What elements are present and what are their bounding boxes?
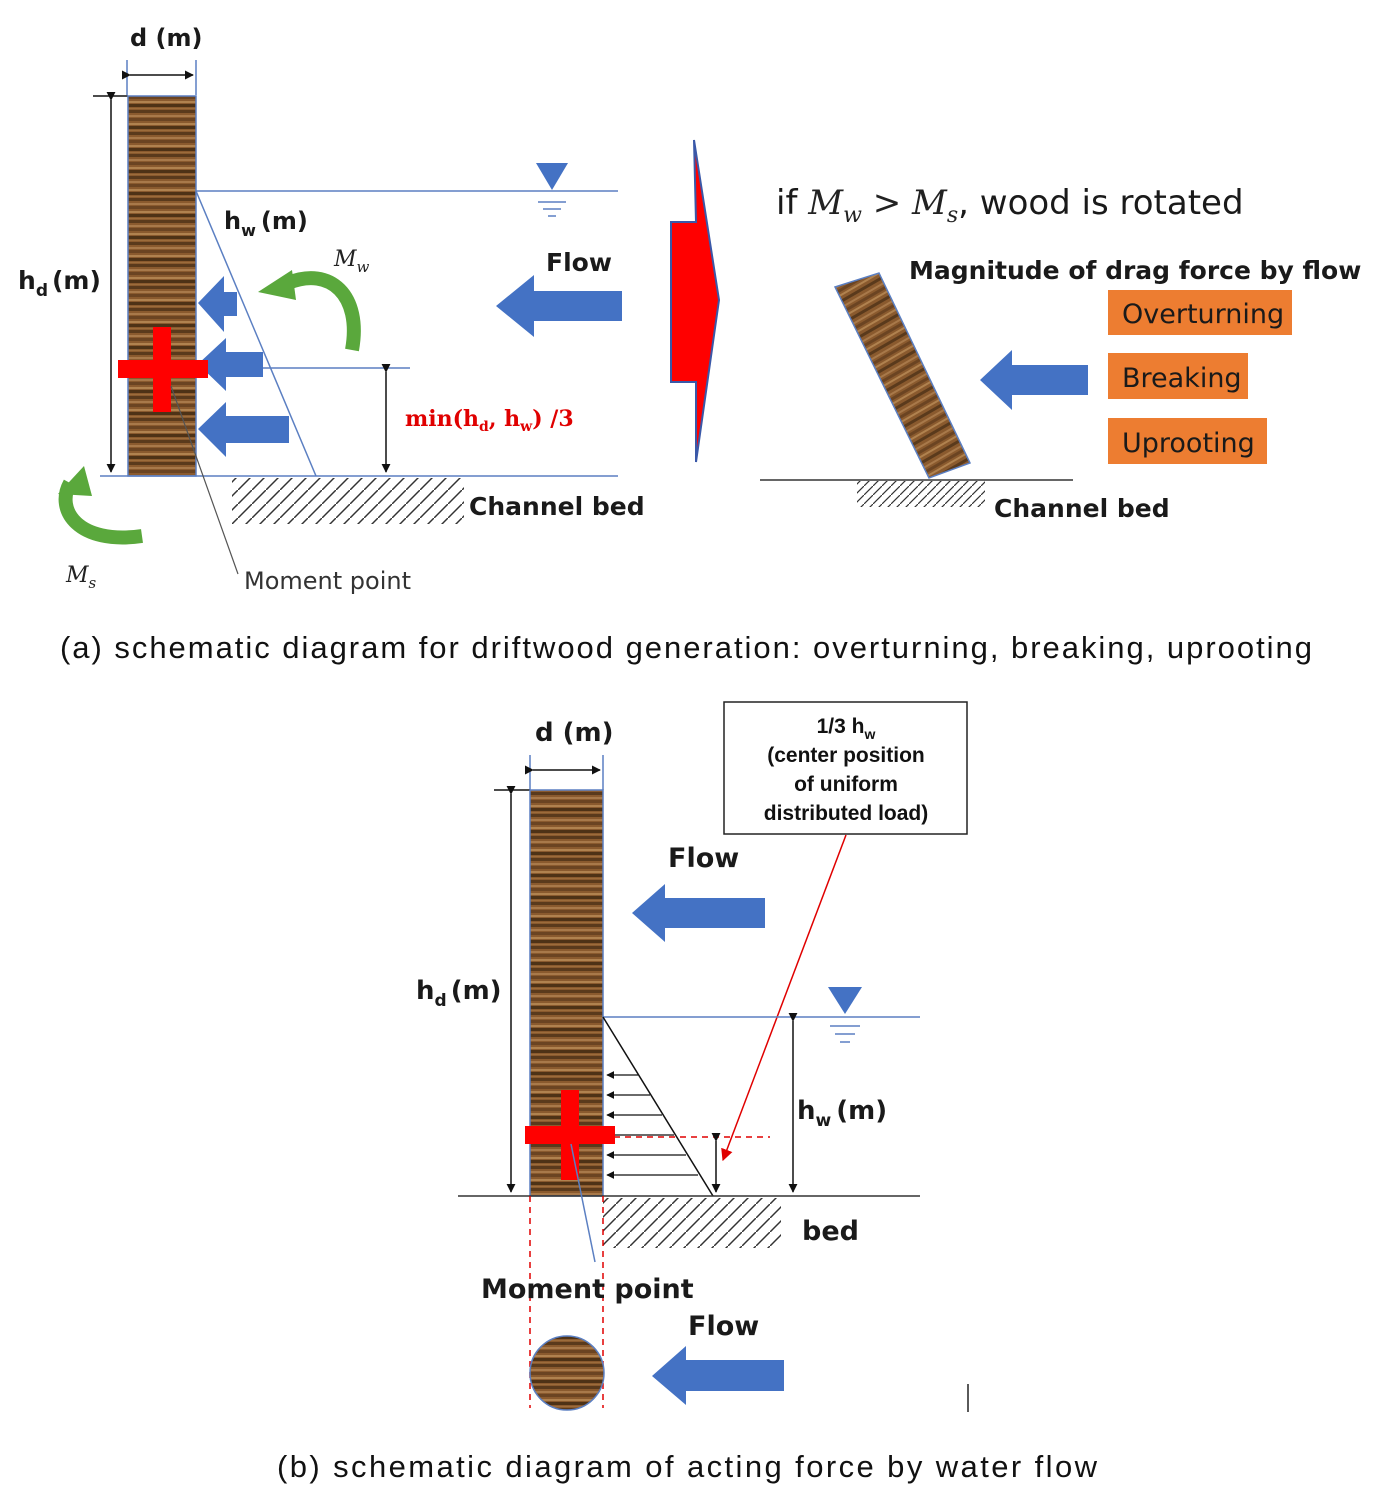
mode-uprooting-label: Uprooting <box>1122 428 1255 459</box>
flow-arrow-top-b <box>632 884 765 942</box>
flow-label-a: Flow <box>546 248 612 277</box>
min-formula-label: min(hd, hw) /3 <box>405 406 574 435</box>
bed-label-b: bed <box>802 1216 859 1247</box>
panel-b: d (m) hd(m) 1/3 hw (center position of u… <box>277 701 1098 1484</box>
note-line-3: of uniform <box>794 773 898 796</box>
caption-b: (b) schematic diagram of acting force by… <box>277 1449 1098 1484</box>
hd-label-b: hd(m) <box>416 976 502 1011</box>
mode-overturning-label: Overturning <box>1122 299 1284 330</box>
channel-bed-hatch <box>232 478 464 524</box>
water-level-triangle-icon-b <box>828 987 862 1014</box>
mode-box-overturning <box>1108 290 1292 335</box>
moment-point-leader <box>170 385 239 575</box>
mode-box-breaking <box>1108 353 1248 399</box>
d-label-b: d (m) <box>535 718 614 748</box>
wood-trunk <box>127 95 197 477</box>
flow-label-bottom-b: Flow <box>688 1311 759 1342</box>
rotated-wood <box>833 272 972 479</box>
channel-bed-hatch-right <box>857 481 985 507</box>
flow-label-top-b: Flow <box>668 843 739 874</box>
pressure-arrow-1 <box>198 276 237 332</box>
moment-point-label-a: Moment point <box>244 567 411 595</box>
pressure-arrow-2 <box>198 338 263 391</box>
mw-moment-arc <box>285 271 361 352</box>
mode-boxes: Overturning Breaking Uprooting <box>1108 290 1292 464</box>
mw-moment-arrowhead-icon <box>258 270 296 300</box>
pressure-distribution-line <box>195 190 317 477</box>
wood-cross-section <box>529 1335 605 1411</box>
note-box <box>723 701 968 835</box>
flow-arrow-bottom-b <box>652 1346 784 1405</box>
moment-point-cross-horizontal-b <box>525 1126 615 1144</box>
note-line-2: (center position <box>767 744 925 767</box>
flow-arrow-a <box>496 275 622 337</box>
water-level-triangle-icon <box>536 163 568 190</box>
mode-breaking-label: Breaking <box>1122 363 1242 394</box>
bed-hatch-b <box>603 1198 781 1248</box>
drag-force-title: Magnitude of drag force by flow <box>909 256 1361 285</box>
note-leader-red <box>721 834 847 1162</box>
panel-a: d (m) hd(m) hw(m) Mw min(hd, hw) /3 <box>18 24 1361 665</box>
d-label: d (m) <box>130 24 202 52</box>
ms-label: Ms <box>65 563 97 592</box>
pressure-arrow-3 <box>198 402 289 457</box>
note-line-1: 1/3 hw <box>817 715 876 742</box>
moment-point-label-b: Moment point <box>481 1274 694 1305</box>
mw-label: Mw <box>333 247 370 276</box>
flow-arrow-right <box>980 350 1088 410</box>
mode-box-uprooting <box>1108 418 1267 464</box>
transition-arrow-icon <box>670 139 721 463</box>
pressure-arrows-b <box>606 1071 698 1179</box>
caption-a: (a) schematic diagram for driftwood gene… <box>60 630 1312 665</box>
ms-moment-arrowhead-icon <box>58 466 92 496</box>
moment-point-cross-horizontal <box>118 360 208 378</box>
channel-bed-label-right: Channel bed <box>994 494 1170 523</box>
hd-label: hd(m) <box>18 266 101 301</box>
note-line-4: distributed load) <box>764 802 929 825</box>
channel-bed-label: Channel bed <box>469 492 645 521</box>
condition-text: if Mw > Ms, wood is rotated <box>776 183 1244 228</box>
moment-point-leader-b <box>570 1143 596 1263</box>
pressure-distribution-line-b <box>602 1016 714 1197</box>
hw-label-b: hw(m) <box>797 1096 887 1131</box>
hw-label: hw(m) <box>224 207 308 240</box>
